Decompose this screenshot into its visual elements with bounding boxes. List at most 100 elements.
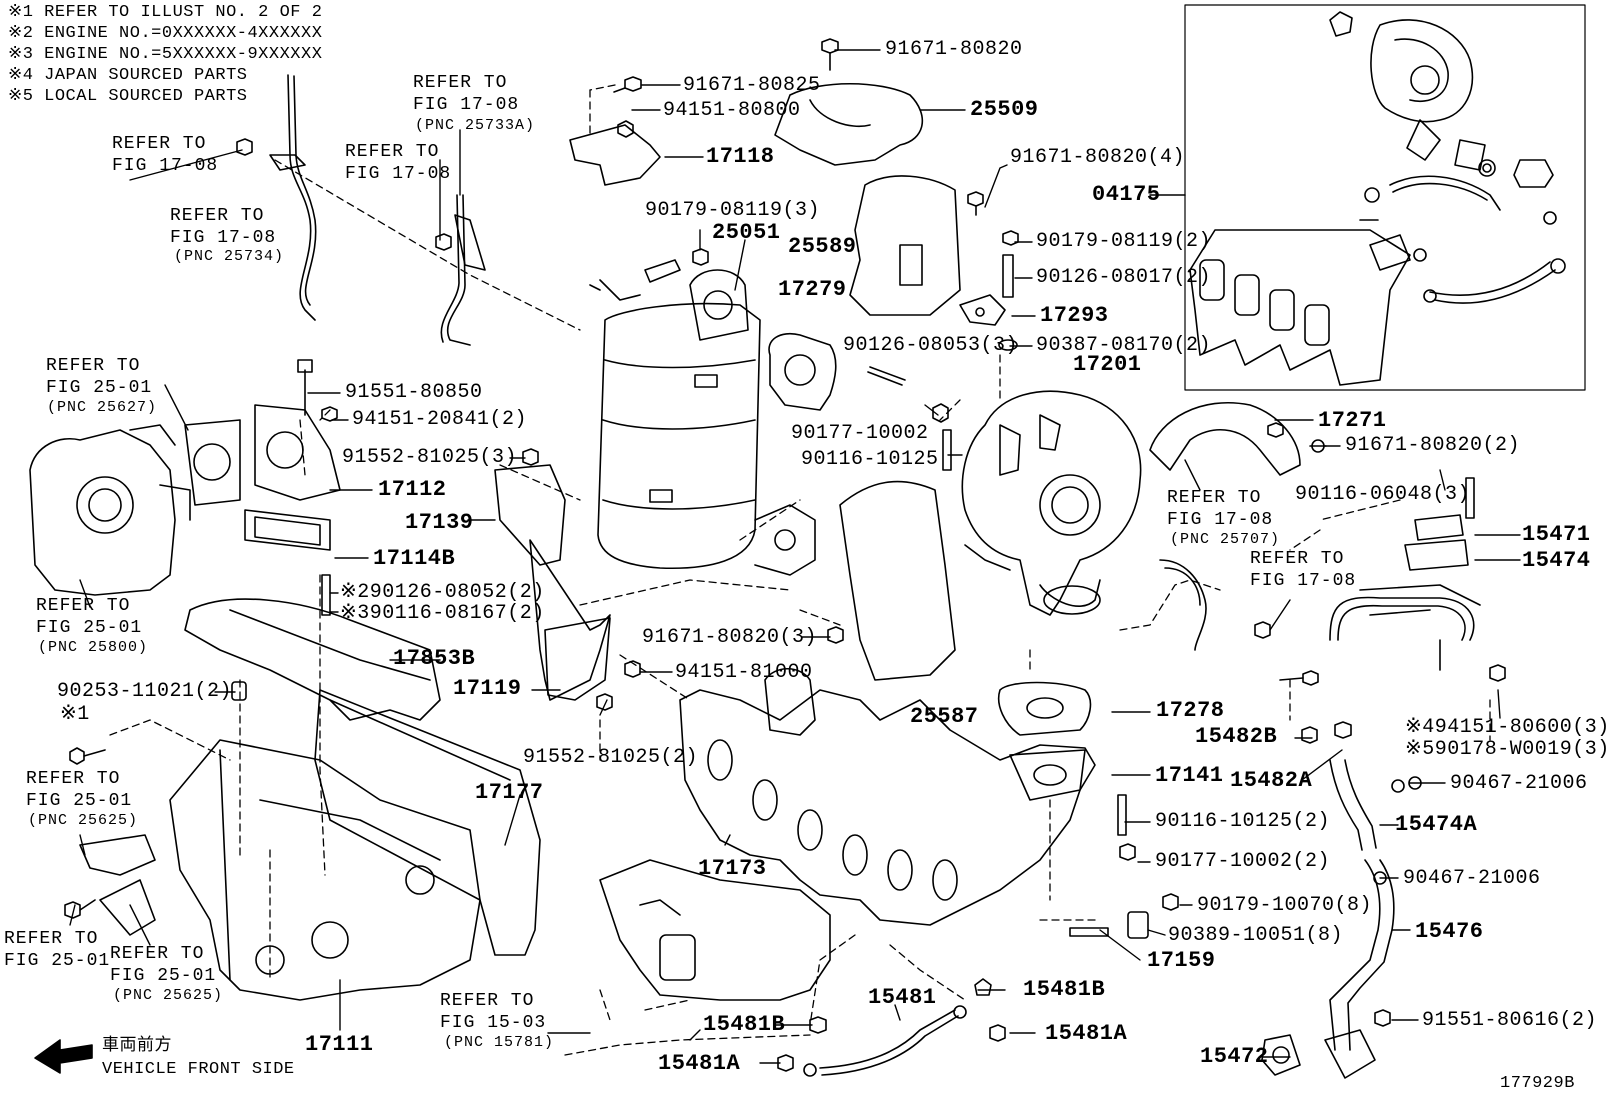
part-15481b-b[interactable]: 15481B	[703, 1012, 786, 1037]
part-90116-08167-2[interactable]: ※390116-08167(2)	[340, 602, 545, 625]
egr-valve	[29, 424, 191, 596]
part-17141[interactable]: 17141	[1155, 763, 1224, 788]
part-91552-81025-3[interactable]: 91552-81025(3)	[342, 446, 518, 469]
part-90467-21006-b[interactable]: 90467-21006	[1403, 867, 1541, 890]
part-90126-08053-3[interactable]: 90126-08053(3)	[843, 334, 1019, 357]
part-15482a[interactable]: 15482A	[1230, 768, 1313, 793]
part-91671-80820-2[interactable]: 91671-80820(2)	[1345, 434, 1521, 457]
part-15481a-a[interactable]: 15481A	[1045, 1021, 1128, 1046]
refer-fig-17-08-a[interactable]: REFER TO FIG 17-08	[112, 134, 219, 176]
refer-fig-25-01-c[interactable]: REFER TO FIG 25-01	[26, 769, 133, 811]
part-91671-80820-top[interactable]: 91671-80820	[885, 38, 1023, 61]
part-17201[interactable]: 17201	[1073, 352, 1142, 377]
part-94151-20841-2[interactable]: 94151-20841(2)	[352, 408, 528, 431]
part-90253-11021-2[interactable]: 90253-11021(2)	[57, 680, 233, 703]
refer-fig-17-08-f[interactable]: REFER TO FIG 17-08	[1250, 549, 1357, 591]
part-15471[interactable]: 15471	[1522, 522, 1591, 547]
vehicle-front-jp: 車両前方	[102, 1037, 172, 1056]
part-90177-10002[interactable]: 90177-10002	[791, 422, 929, 445]
sensor-wires	[269, 74, 1207, 651]
part-90179-08119-2[interactable]: 90179-08119(2)	[1036, 230, 1212, 253]
part-17119[interactable]: 17119	[453, 676, 522, 701]
note-3: ※3 ENGINE NO.=5XXXXXX-9XXXXXX	[8, 45, 323, 64]
part-17279[interactable]: 17279	[778, 277, 847, 302]
refer-fig-25-01-a[interactable]: REFER TO FIG 25-01	[46, 356, 153, 398]
part-17118[interactable]: 17118	[706, 144, 775, 169]
part-25587[interactable]: 25587	[910, 704, 979, 729]
part-17177[interactable]: 17177	[475, 780, 544, 805]
part-15474[interactable]: 15474	[1522, 548, 1591, 573]
refer-fig-15-03[interactable]: REFER TO FIG 15-03	[440, 991, 547, 1033]
part-91671-80825[interactable]: 91671-80825	[683, 74, 821, 97]
oil-return-pipe	[803, 1005, 967, 1077]
part-90116-10125-2[interactable]: 90116-10125(2)	[1155, 810, 1331, 833]
refer-fig-25-01-e[interactable]: REFER TO FIG 25-01	[110, 944, 217, 986]
engine-block	[599, 859, 831, 1001]
refer-pnc-25734: (PNC 25734)	[174, 248, 285, 265]
part-15481[interactable]: 15481	[868, 985, 937, 1010]
part-90116-06048-3[interactable]: 90116-06048(3)	[1295, 483, 1471, 506]
part-15474a[interactable]: 15474A	[1395, 812, 1478, 837]
part-94151-81000[interactable]: 94151-81000	[675, 661, 813, 684]
refer-fig-17-08-c[interactable]: REFER TO FIG 17-08	[345, 142, 452, 184]
part-17112[interactable]: 17112	[378, 477, 447, 502]
part-17159[interactable]: 17159	[1147, 948, 1216, 973]
oil-pipes	[1324, 584, 1481, 1079]
refer-fig-25-01-d[interactable]: REFER TO FIG 25-01	[4, 929, 111, 971]
egr-cooler	[254, 404, 341, 501]
part-90387-08170-2[interactable]: 90387-08170(2)	[1036, 334, 1212, 357]
illustration-number: 177929B	[1500, 1074, 1575, 1093]
part-90126-08052-2[interactable]: ※290126-08052(2)	[340, 581, 545, 604]
intake-manifold	[169, 739, 481, 1001]
note-2: ※2 ENGINE NO.=0XXXXXX-4XXXXXX	[8, 24, 323, 43]
note-4: ※4 JAPAN SOURCED PARTS	[8, 66, 248, 85]
refer-pnc-25800: (PNC 25800)	[38, 639, 149, 656]
part-15481a-b[interactable]: 15481A	[658, 1051, 741, 1076]
part-17111[interactable]: 17111	[305, 1032, 374, 1057]
part-90467-21006-a[interactable]: 90467-21006	[1450, 772, 1588, 795]
part-91551-80850[interactable]: 91551-80850	[345, 381, 483, 404]
part-94151-80600-3[interactable]: ※494151-80600(3)	[1405, 716, 1610, 739]
part-90177-10002-2[interactable]: 90177-10002(2)	[1155, 850, 1331, 873]
refer-fig-17-08-d[interactable]: REFER TO FIG 17-08	[413, 73, 520, 115]
part-17293[interactable]: 17293	[1040, 303, 1109, 328]
part-17139[interactable]: 17139	[405, 510, 474, 535]
part-91551-80616-2[interactable]: 91551-80616(2)	[1422, 1009, 1598, 1032]
dashed-lines	[109, 84, 1491, 1056]
part-17278[interactable]: 17278	[1156, 698, 1225, 723]
part-91671-80820-4[interactable]: 91671-80820(4)	[1010, 146, 1186, 169]
refer-pnc-25733a: (PNC 25733A)	[415, 117, 536, 134]
part-25509[interactable]: 25509	[970, 97, 1039, 122]
part-94151-80800[interactable]: 94151-80800	[663, 99, 801, 122]
part-17173[interactable]: 17173	[698, 856, 767, 881]
part-90179-10070-8[interactable]: 90179-10070(8)	[1197, 894, 1373, 917]
part-15482b[interactable]: 15482B	[1195, 724, 1278, 749]
note-1-mark: ※1	[60, 703, 90, 726]
part-04175[interactable]: 04175	[1092, 182, 1161, 207]
part-25051[interactable]: 25051	[712, 220, 781, 245]
part-17271[interactable]: 17271	[1318, 408, 1387, 433]
part-17853b[interactable]: 17853B	[393, 646, 476, 671]
refer-fig-17-08-e[interactable]: REFER TO FIG 17-08	[1167, 488, 1274, 530]
part-91552-81025-2[interactable]: 91552-81025(2)	[523, 746, 699, 769]
refer-pnc-25627: (PNC 25627)	[47, 399, 158, 416]
front-arrow-icon	[34, 1039, 93, 1074]
exhaust-manifold	[679, 667, 1096, 926]
part-17114b[interactable]: 17114B	[373, 546, 456, 571]
part-15481b-a[interactable]: 15481B	[1023, 977, 1106, 1002]
refer-fig-17-08-b[interactable]: REFER TO FIG 17-08	[170, 206, 277, 248]
part-15472[interactable]: 15472	[1200, 1044, 1269, 1069]
part-15476[interactable]: 15476	[1415, 919, 1484, 944]
part-90178-w0019-3[interactable]: ※590178-W0019(3)	[1405, 738, 1610, 761]
refer-fig-25-01-b[interactable]: REFER TO FIG 25-01	[36, 596, 143, 638]
gaskets	[184, 333, 1301, 1076]
turbocharger	[961, 390, 1142, 616]
part-90126-08017-2[interactable]: 90126-08017(2)	[1036, 266, 1212, 289]
part-90389-10051-8[interactable]: 90389-10051(8)	[1168, 924, 1344, 947]
part-91671-80820-3[interactable]: 91671-80820(3)	[642, 626, 818, 649]
part-90179-08119-3[interactable]: 90179-08119(3)	[645, 199, 821, 222]
refer-pnc-25625-b: (PNC 25625)	[113, 987, 224, 1004]
part-90116-10125[interactable]: 90116-10125	[801, 448, 939, 471]
part-25589[interactable]: 25589	[788, 234, 857, 259]
